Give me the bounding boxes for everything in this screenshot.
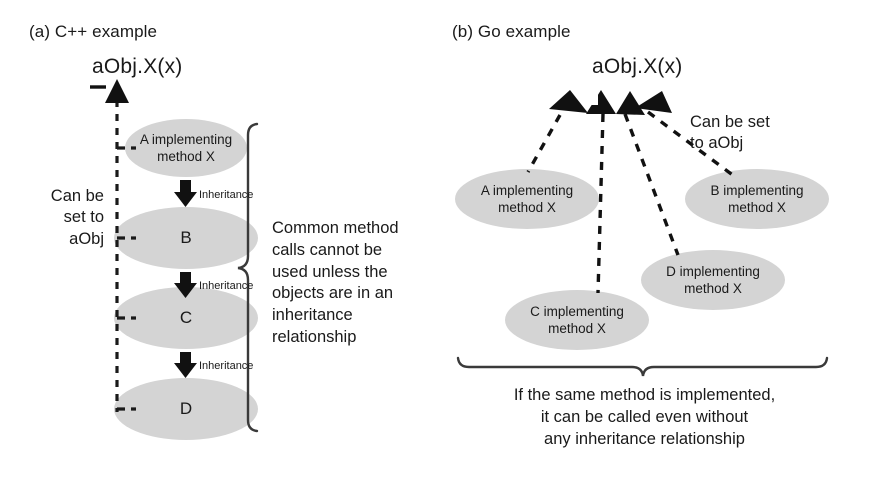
arrow-up-icon xyxy=(549,90,588,113)
panel-b-call-label: aObj.X(x) xyxy=(592,55,683,78)
panel-a-node-label-b: B xyxy=(180,228,192,247)
panel-a-node-label-a: A implementing method X xyxy=(139,132,233,164)
panel-a-inheritance-arrows xyxy=(174,180,197,378)
arrow-up-icon xyxy=(635,91,672,113)
node-a-ellipse xyxy=(125,119,247,177)
panel-a-node-label-d: D xyxy=(179,399,193,418)
panel-b-bottom-note: If the same method is implemented, it ca… xyxy=(513,386,776,448)
arrow-up-icon xyxy=(616,91,645,115)
panel-b-node-label-c: C implementing method X xyxy=(530,304,624,336)
panel-a-node-label-c: C xyxy=(179,308,193,327)
node-c-ellipse xyxy=(114,287,258,349)
panel-b-node-label-d: D implementing method X xyxy=(666,264,760,296)
arrow-down-icon xyxy=(174,180,197,207)
arrow-down-icon xyxy=(174,272,197,298)
panel-a-edge-label-1: Inheritance xyxy=(199,189,254,201)
panel-a-title: (a) C++ example xyxy=(29,22,158,41)
panel-a-call-arrow-up xyxy=(90,79,129,103)
panel-b-dashed-connectors xyxy=(526,110,736,294)
panel-a-edge-label-3: Inheritance xyxy=(199,360,254,372)
panel-a-left-note: Can be set to aObj xyxy=(50,187,104,248)
panel-a-right-note: Common method calls cannot be used unles… xyxy=(272,219,399,346)
arrow-down-icon xyxy=(174,352,197,378)
panel-a-nodes xyxy=(114,119,258,440)
panel-b-side-note: Can be set to aObj xyxy=(690,113,770,153)
node-b-ellipse xyxy=(114,207,258,269)
node-d-ellipse xyxy=(114,378,258,440)
panel-a-edge-label-2: Inheritance xyxy=(199,280,254,292)
node-b-ellipse-b xyxy=(685,169,829,229)
panel-a-call-label: aObj.X(x) xyxy=(92,55,183,78)
panel-b-brace xyxy=(456,356,829,377)
node-d-ellipse-b xyxy=(641,250,785,310)
node-c-ellipse-b xyxy=(505,290,649,350)
panel-b-title: (b) Go example xyxy=(452,22,571,41)
panel-b-node-label-b: B implementing method X xyxy=(710,183,804,215)
panel-a-brace xyxy=(237,122,259,433)
panel-b-nodes xyxy=(455,169,829,350)
panel-b-node-label-a: A implementing method X xyxy=(480,183,574,215)
panel-a-dashed-connector xyxy=(115,100,136,412)
arrow-up-icon xyxy=(586,90,616,114)
panel-b-arrowheads xyxy=(549,90,672,115)
node-a-ellipse-b xyxy=(455,169,599,229)
